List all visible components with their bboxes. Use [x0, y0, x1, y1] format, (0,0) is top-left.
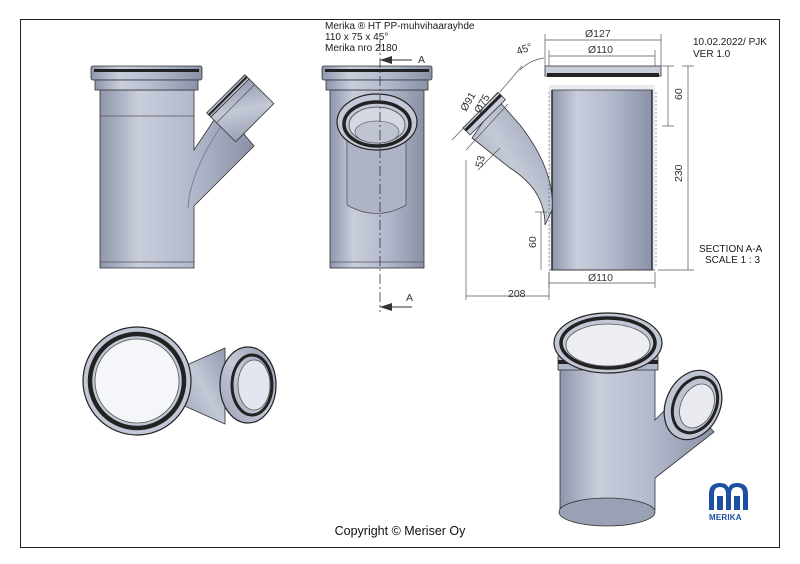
title-product-line: Merika ® HT PP-muhvihaarayhde — [325, 21, 475, 32]
side-view-branch-tube — [346, 139, 407, 214]
title-date-author: 10.02.2022/ PJK — [693, 37, 767, 48]
dimension-lines — [451, 34, 694, 300]
title-size-spec: 110 x 75 x 45° — [325, 32, 389, 43]
section-label: SECTION A-A — [699, 244, 763, 255]
dim-socket-top: 60 — [673, 88, 685, 100]
merika-logo — [709, 483, 748, 510]
dim-height-total: 230 — [673, 164, 685, 182]
dim-bottom-inner: Ø110 — [588, 272, 613, 284]
top-view — [82, 326, 277, 436]
title-version: VER 1.0 — [693, 49, 731, 60]
dim-socket-bottom: 60 — [527, 236, 539, 248]
dim-top-inner: Ø110 — [588, 44, 613, 56]
cut-label-bottom: A — [406, 292, 413, 304]
cut-label-top: A — [418, 54, 425, 66]
isometric-view — [553, 312, 723, 527]
title-product-number: Merika nro 2180 — [325, 43, 398, 54]
front-view — [90, 65, 275, 269]
section-scale: SCALE 1 : 3 — [705, 255, 761, 266]
drawing-frame — [20, 19, 780, 548]
logo-text: MERIKA — [709, 513, 742, 522]
dim-angle: 45° — [515, 41, 534, 58]
front-view-branch-socket — [206, 74, 275, 143]
front-view-socket-top — [90, 65, 203, 81]
front-view-socket-collar — [94, 79, 199, 91]
copyright: Copyright © Meriser Oy — [334, 524, 466, 538]
section-view-body — [551, 89, 653, 271]
section-view-seal — [547, 73, 659, 77]
dim-branch-depth: 53 — [473, 154, 488, 169]
section-view — [462, 65, 662, 271]
side-view — [321, 40, 433, 312]
front-view-branch-edge — [187, 124, 223, 209]
dim-width-total: 208 — [508, 288, 526, 300]
dim-top-outer: Ø127 — [585, 28, 611, 40]
front-view-seal-ring — [94, 69, 199, 72]
